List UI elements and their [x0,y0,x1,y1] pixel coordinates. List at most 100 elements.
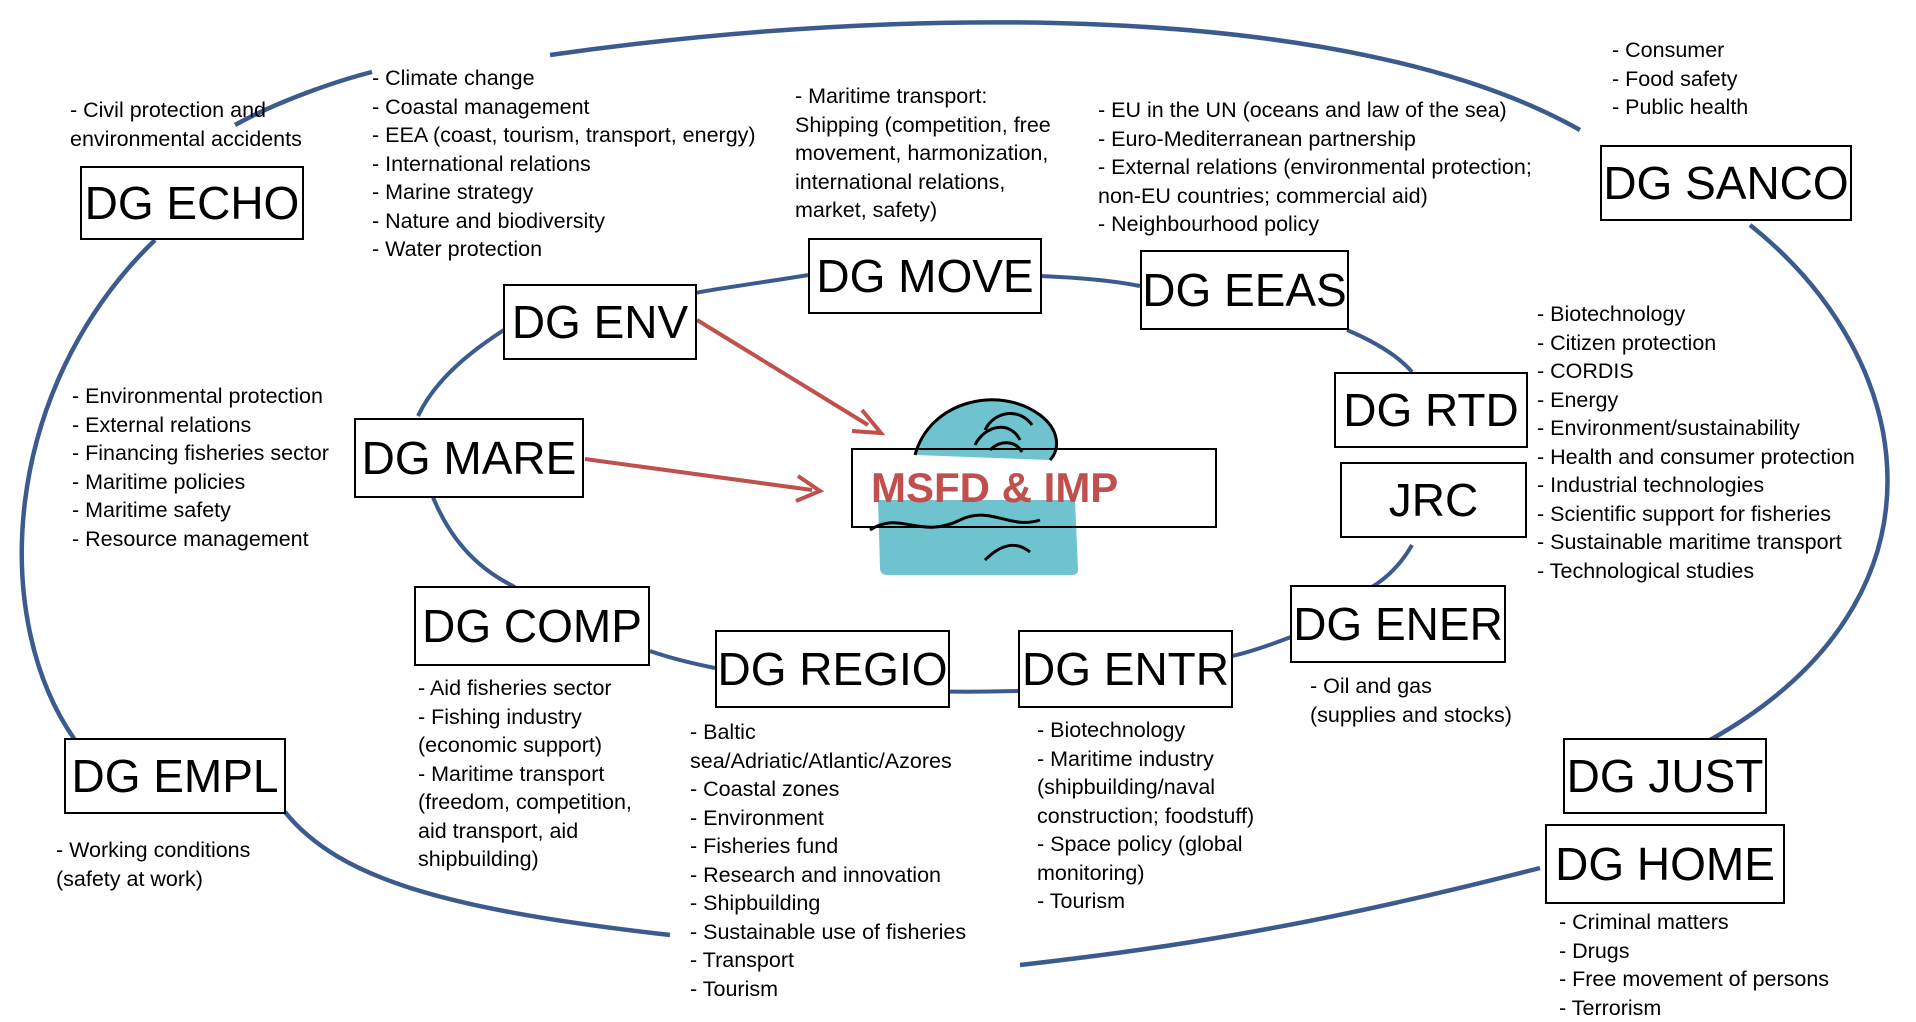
box-dg-home[interactable]: DG HOME [1545,824,1785,904]
note-line: - Resource management [72,525,329,554]
note-line: - Maritime industry [1037,745,1254,774]
note-line: - EU in the UN (oceans and law of the se… [1098,96,1532,125]
box-label: JRC [1389,473,1478,527]
note-line: - Euro-Mediterranean partnership [1098,125,1532,154]
box-dg-eeas[interactable]: DG EEAS [1140,250,1349,330]
note-line: international relations, [795,168,1051,197]
note-line: (supplies and stocks) [1310,701,1512,730]
note-line: monitoring) [1037,859,1254,888]
box-jrc[interactable]: JRC [1340,462,1527,538]
notes-dg-eeas: - EU in the UN (oceans and law of the se… [1098,96,1532,239]
note-line: - Nature and biodiversity [372,207,756,236]
box-dg-empl[interactable]: DG EMPL [64,738,286,814]
note-line: - EEA (coast, tourism, transport, energy… [372,121,756,150]
note-line: - Citizen protection [1537,329,1855,358]
note-line: movement, harmonization, [795,139,1051,168]
box-label: DG MOVE [816,249,1033,303]
box-label: DG ENTR [1022,642,1229,696]
arrow-env-to-center [697,320,868,425]
box-dg-sanco[interactable]: DG SANCO [1600,145,1852,221]
note-line: - Transport [690,946,966,975]
box-label: DG ENV [512,295,688,349]
note-line: - Tourism [1037,887,1254,916]
note-line: - Climate change [372,64,756,93]
note-line: - Baltic [690,718,966,747]
box-dg-regio[interactable]: DG REGIO [715,630,950,708]
box-dg-comp[interactable]: DG COMP [414,586,650,666]
box-label: DG EEAS [1142,263,1347,317]
box-dg-just[interactable]: DG JUST [1563,738,1767,814]
note-line: - Oil and gas [1310,672,1512,701]
note-line: - External relations [72,411,329,440]
note-line: - Neighbourhood policy [1098,210,1532,239]
box-label: DG JUST [1567,749,1764,803]
box-dg-mare[interactable]: DG MARE [354,418,584,498]
note-line: - Fishing industry [418,703,632,732]
box-label: DG EMPL [71,749,278,803]
box-label: DG ECHO [85,176,300,230]
center-label-box: MSFD & IMP [851,448,1217,528]
box-dg-rtd[interactable]: DG RTD [1334,372,1528,448]
note-line: - Research and innovation [690,861,966,890]
inner-ellipse-arc [1232,637,1291,656]
note-line: environmental accidents [70,125,302,154]
note-line: Shipping (competition, free [795,111,1051,140]
note-line: - Civil protection and [70,96,302,125]
note-line: - Drugs [1559,937,1829,966]
note-line: market, safety) [795,196,1051,225]
note-line: - Biotechnology [1537,300,1855,329]
notes-dg-rtd: - Biotechnology- Citizen protection- COR… [1537,300,1855,585]
note-line: - Public health [1612,93,1748,122]
inner-ellipse-arc [1347,330,1412,372]
inner-ellipse-arc [1040,276,1140,286]
note-line: - Criminal matters [1559,908,1829,937]
note-line: - International relations [372,150,756,179]
note-line: - CORDIS [1537,357,1855,386]
note-line: - Coastal management [372,93,756,122]
notes-dg-mare: - Environmental protection- External rel… [72,382,329,553]
arrow-head [852,410,881,433]
box-label: DG REGIO [717,642,947,696]
note-line: - Environment/sustainability [1537,414,1855,443]
inner-ellipse-arc [695,275,808,293]
note-line: shipbuilding) [418,845,632,874]
note-line: - Sustainable use of fisheries [690,918,966,947]
note-line: sea/Adriatic/Atlantic/Azores [690,747,966,776]
note-line: - Marine strategy [372,178,756,207]
note-line: - Energy [1537,386,1855,415]
note-line: - Free movement of persons [1559,965,1829,994]
box-dg-ener[interactable]: DG ENER [1290,585,1506,663]
box-label: DG RTD [1343,383,1519,437]
notes-dg-env: - Climate change- Coastal management- EE… [372,64,756,264]
note-line: - Health and consumer protection [1537,443,1855,472]
note-line: - Space policy (global [1037,830,1254,859]
note-line: - Biotechnology [1037,716,1254,745]
box-dg-echo[interactable]: DG ECHO [80,166,304,240]
notes-dg-entr: - Biotechnology- Maritime industry(shipb… [1037,716,1254,916]
note-line: - Maritime transport: [795,82,1051,111]
note-line: - Environment [690,804,966,833]
note-line: aid transport, aid [418,817,632,846]
note-line: - Terrorism [1559,994,1829,1022]
note-line: non-EU countries; commercial aid) [1098,182,1532,211]
notes-dg-empl: - Working conditions(safety at work) [56,836,250,893]
note-line: - Fisheries fund [690,832,966,861]
box-dg-entr[interactable]: DG ENTR [1018,630,1233,708]
note-line: - Consumer [1612,36,1748,65]
note-line: (shipbuilding/naval [1037,773,1254,802]
notes-dg-home: - Criminal matters- Drugs- Free movement… [1559,908,1829,1022]
note-line: - Water protection [372,235,756,264]
note-line: (safety at work) [56,865,250,894]
note-line: (freedom, competition, [418,788,632,817]
box-dg-env[interactable]: DG ENV [503,284,697,360]
note-line: - Working conditions [56,836,250,865]
box-dg-move[interactable]: DG MOVE [808,238,1042,314]
box-label: DG MARE [362,431,577,485]
box-label: DG ENER [1293,597,1503,651]
box-label: DG COMP [422,599,642,653]
note-line: - Environmental protection [72,382,329,411]
note-line: - Maritime policies [72,468,329,497]
note-line: - Technological studies [1537,557,1855,586]
